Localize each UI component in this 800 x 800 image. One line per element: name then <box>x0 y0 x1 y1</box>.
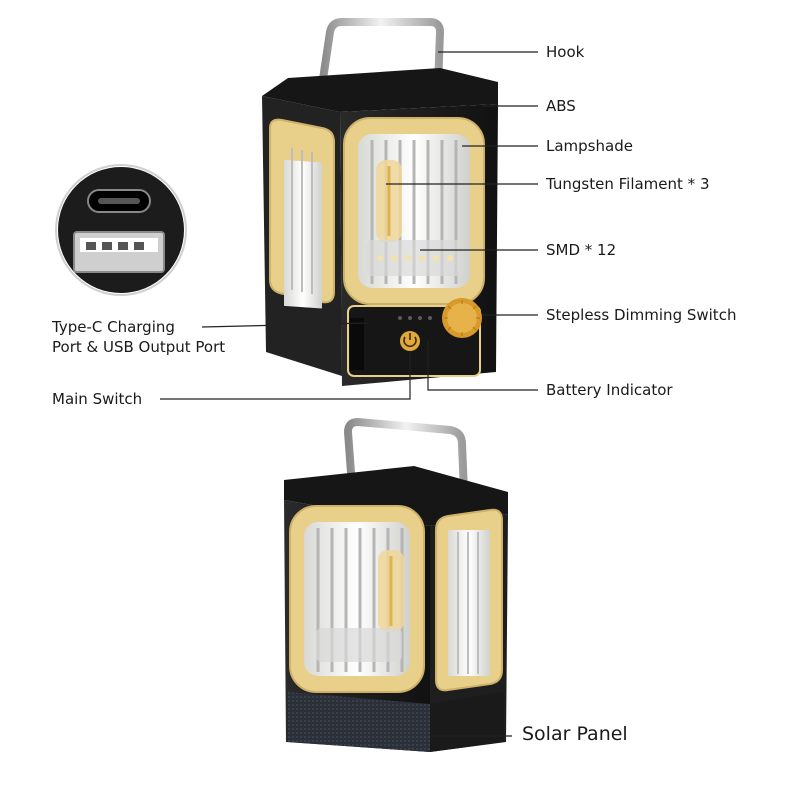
leader-lines <box>160 51 538 737</box>
label-dimming-switch: Stepless Dimming Switch <box>546 306 737 324</box>
bottom-lantern <box>284 417 508 752</box>
label-main-switch: Main Switch <box>52 390 143 408</box>
usb-a-port-icon <box>73 231 165 273</box>
hook-handle <box>318 18 445 90</box>
label-battery-indicator: Battery Indicator <box>546 381 673 399</box>
top-lantern <box>262 18 498 386</box>
label-type-c-port: Type-C Charging Port & USB Output Port <box>52 317 225 357</box>
label-solar-panel: Solar Panel <box>522 723 628 745</box>
label-abs: ABS <box>546 97 576 115</box>
label-smd: SMD * 12 <box>546 241 617 259</box>
battery-indicator-leds <box>398 316 432 320</box>
label-hook: Hook <box>546 43 585 61</box>
label-type-c-line1: Type-C Charging <box>52 318 175 336</box>
usb-c-port-icon <box>87 189 151 213</box>
label-lampshade: Lampshade <box>546 137 633 155</box>
dimming-knob <box>442 298 482 338</box>
label-tungsten-filament: Tungsten Filament * 3 <box>546 175 710 193</box>
label-type-c-line2: Port & USB Output Port <box>52 338 226 356</box>
solar-panel <box>288 692 430 752</box>
power-icon <box>400 331 420 351</box>
usb-port-inset <box>55 164 187 296</box>
